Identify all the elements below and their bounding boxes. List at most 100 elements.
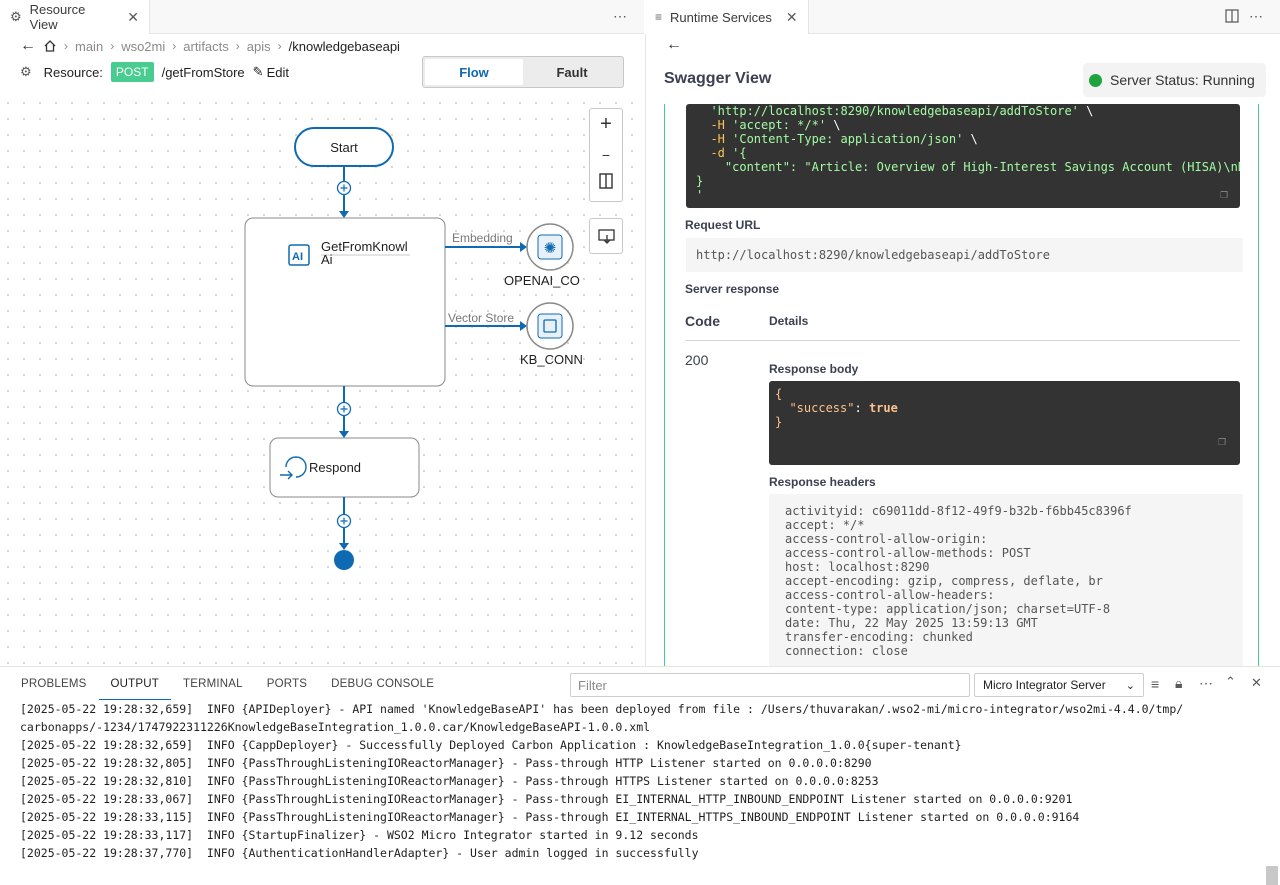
gear-icon: ⚙ (10, 9, 22, 24)
tab-output[interactable]: OUTPUT (98, 668, 171, 700)
divider (685, 340, 1240, 341)
request-url-label: Request URL (685, 218, 761, 232)
maximize-panel-icon[interactable]: ⌃ (1225, 674, 1236, 689)
flow-diagram: Start AI GetFromKnowl Ai Embedding ✺ OPE… (244, 127, 583, 570)
ai-icon: AI (288, 244, 310, 266)
zoom-in-button[interactable]: + (600, 113, 612, 135)
close-panel-icon[interactable]: ✕ (1251, 675, 1262, 690)
curl-string: 'Content-Type: application/json' (724, 132, 964, 146)
chevron-right-icon: › (172, 39, 177, 53)
output-channel-value: Micro Integrator Server (983, 678, 1106, 692)
kb-connection-node[interactable] (526, 302, 574, 350)
edit-button[interactable]: ✎ Edit (253, 64, 289, 80)
add-mediator-button[interactable] (336, 513, 352, 529)
tab-terminal[interactable]: TERMINAL (183, 678, 243, 690)
curl-string: '{ (724, 146, 747, 160)
back-arrow-icon[interactable]: ← (20, 37, 36, 54)
more-actions-icon[interactable]: ⋯ (613, 8, 627, 24)
breadcrumb-current: /knowledgebaseapi (288, 38, 400, 54)
resource-row: ⚙ Resource: POST /getFromStore ✎ Edit (20, 61, 289, 83)
tab-ports[interactable]: PORTS (266, 678, 308, 690)
copy-icon[interactable]: ❐ (1220, 187, 1228, 202)
swagger-title: Swagger View (664, 70, 772, 87)
close-icon[interactable]: ✕ (127, 8, 139, 25)
copy-icon[interactable]: ❐ (1218, 434, 1226, 449)
response-header-line: access-control-allow-methods: POST (785, 546, 1031, 560)
tab-resource-view[interactable]: ⚙ Resource View ✕ (0, 0, 150, 34)
home-icon[interactable] (43, 39, 57, 53)
respond-icon (280, 456, 307, 480)
chip-icon (543, 319, 557, 333)
breadcrumb-main[interactable]: main (75, 38, 104, 54)
flow-fault-toggle: Flow Fault (422, 56, 624, 88)
curl-line: ' (696, 188, 1230, 202)
end-node (334, 550, 354, 570)
swagger-response-section: ' http://localhost:8290/knowledgebaseapi/… (664, 104, 1259, 666)
fault-tab[interactable]: Fault (556, 64, 588, 80)
pencil-icon: ✎ (252, 64, 264, 79)
fit-view-icon[interactable] (599, 173, 613, 189)
tab-problems[interactable]: PROBLEMS (21, 678, 87, 690)
flow-tab[interactable]: Flow (425, 59, 523, 85)
method-badge: POST (110, 62, 154, 82)
zoom-out-button[interactable]: − (601, 147, 611, 163)
embedding-label: Embedding (452, 231, 513, 245)
ai-node-title: GetFromKnowl (321, 239, 408, 254)
log-line: [2025-05-22 19:28:33,115] INFO {PassThro… (20, 810, 1080, 824)
code-header: Code (685, 313, 720, 329)
add-mediator-button[interactable] (336, 401, 352, 417)
lock-icon[interactable]: 🔒︎ (1175, 675, 1183, 691)
more-actions-icon[interactable]: ⋯ (1199, 675, 1213, 691)
more-actions-icon[interactable]: ⋯ (1249, 8, 1263, 24)
close-icon[interactable]: ✕ (785, 8, 798, 25)
respond-node[interactable]: Respond (269, 437, 420, 498)
panel-tabs: PROBLEMS OUTPUT TERMINAL PORTS DEBUG CON… (0, 668, 446, 700)
log-line: [2025-05-22 19:28:32,659] INFO {APIDeplo… (20, 702, 1184, 716)
json-key: "success" (789, 401, 855, 415)
request-url-value: http://localhost:8290/knowledgebaseapi/a… (686, 238, 1243, 272)
ai-mediator-node[interactable]: AI GetFromKnowl Ai (244, 217, 446, 387)
curl-flag: -H (710, 118, 725, 132)
openai-connection-node[interactable]: ✺ (526, 223, 574, 271)
scrollbar-thumb[interactable] (1266, 866, 1278, 885)
response-header-line: transfer-encoding: chunked (785, 630, 973, 644)
response-header-line: access-control-allow-origin: (785, 532, 995, 546)
add-mediator-button[interactable] (336, 180, 352, 196)
chevron-right-icon: › (110, 39, 115, 53)
breadcrumb: ← › main › wso2mi › artifacts › apis › /… (20, 36, 400, 56)
response-header-line: connection: close (785, 644, 908, 658)
output-filter-input[interactable] (570, 673, 970, 697)
output-panel (0, 666, 1280, 885)
chevron-down-icon: ⌄ (1125, 679, 1135, 692)
response-header-line: date: Thu, 22 May 2025 13:59:13 GMT (785, 616, 1038, 630)
tab-debug-console[interactable]: DEBUG CONSOLE (331, 678, 435, 690)
breadcrumb-artifacts[interactable]: artifacts (183, 38, 229, 54)
breadcrumb-wso2mi[interactable]: wso2mi (121, 38, 166, 54)
ai-node-subtitle: Ai (321, 252, 333, 267)
response-code: 200 (685, 352, 709, 368)
curl-flag: -H (710, 132, 725, 146)
curl-string: ' (696, 188, 704, 202)
download-image-icon[interactable] (598, 229, 616, 245)
response-body-block: { "success": true } ❐ (769, 381, 1240, 465)
tab-runtime-services[interactable]: ≡ Runtime Services ✕ (645, 0, 809, 34)
log-line: [2025-05-22 19:28:32,659] INFO {CappDepl… (20, 738, 962, 752)
log-line: [2025-05-22 19:28:33,067] INFO {PassThro… (20, 792, 1073, 806)
gear-icon: ⚙ (20, 64, 32, 79)
curl-string: 'accept: */*' (724, 118, 827, 132)
chevron-right-icon: › (277, 39, 282, 53)
response-body-label: Response body (769, 362, 859, 376)
clear-output-icon[interactable]: ≡ (1151, 676, 1160, 692)
curl-line: "content": "Article: Overview of High-In… (696, 160, 1240, 174)
response-header-line: activityid: c69011dd-8f12-49f9-b32b-f6bb… (785, 504, 1132, 518)
start-node[interactable]: Start (294, 127, 394, 167)
split-editor-icon[interactable] (1225, 9, 1239, 23)
curl-line: -H 'Content-Type: application/json' \ (696, 132, 1230, 146)
curl-continuation: \ (963, 132, 978, 146)
breadcrumb-apis[interactable]: apis (246, 38, 271, 54)
output-channel-select[interactable]: Micro Integrator Server ⌄ (974, 673, 1144, 697)
log-line: carbonapps/-1234/1747922311226KnowledgeB… (20, 720, 651, 734)
back-arrow-icon[interactable]: ← (666, 36, 682, 53)
preview-icon: ≡ (655, 10, 663, 24)
export-control (589, 218, 623, 254)
